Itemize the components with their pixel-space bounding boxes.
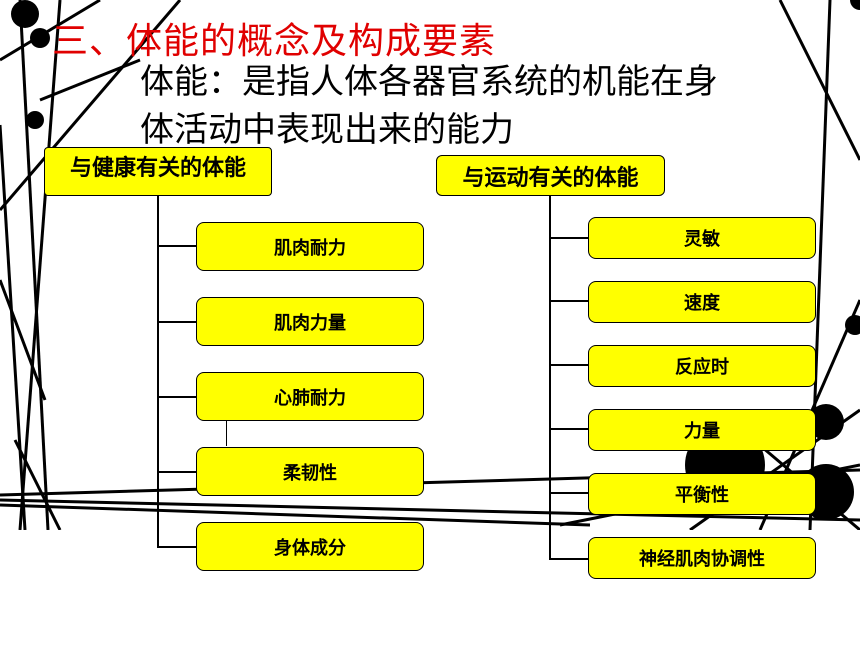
definition-line-2: 体活动中表现出来的能力 — [140, 110, 514, 150]
left-branch — [157, 396, 197, 398]
health-item-flexibility: 柔韧性 — [196, 447, 424, 496]
right-branch — [549, 558, 589, 560]
left-tree-trunk — [157, 196, 159, 548]
right-branch — [549, 428, 589, 430]
left-thin-connector — [226, 421, 227, 446]
sport-item-power: 力量 — [588, 409, 816, 451]
sport-item-agility: 灵敏 — [588, 217, 816, 259]
right-branch — [549, 492, 589, 494]
health-item-muscle-endurance: 肌肉耐力 — [196, 222, 424, 271]
slide-title: 三、体能的概念及构成要素 — [52, 21, 497, 62]
sport-item-reaction-time: 反应时 — [588, 345, 816, 387]
right-branch — [549, 300, 589, 302]
sport-item-neuromuscular-coordination: 神经肌肉协调性 — [588, 537, 816, 579]
health-item-body-composition: 身体成分 — [196, 522, 424, 571]
health-item-muscle-strength: 肌肉力量 — [196, 297, 424, 346]
sport-item-balance: 平衡性 — [588, 473, 816, 515]
sport-item-speed: 速度 — [588, 281, 816, 323]
right-branch — [549, 364, 589, 366]
sport-fitness-header: 与运动有关的体能 — [436, 155, 665, 196]
right-branch — [549, 237, 589, 239]
health-item-cardio-endurance: 心肺耐力 — [196, 372, 424, 421]
left-branch — [157, 471, 197, 473]
left-branch — [157, 546, 197, 548]
left-branch — [157, 245, 197, 247]
definition-text: 体能：是指人体各器官系统的机能在身 体活动中表现出来的能力 — [140, 58, 820, 154]
health-fitness-header: 与健康有关的体能 — [44, 147, 272, 196]
right-tree-trunk — [549, 196, 551, 560]
definition-line-1: 体能：是指人体各器官系统的机能在身 — [140, 62, 718, 102]
left-branch — [157, 321, 197, 323]
